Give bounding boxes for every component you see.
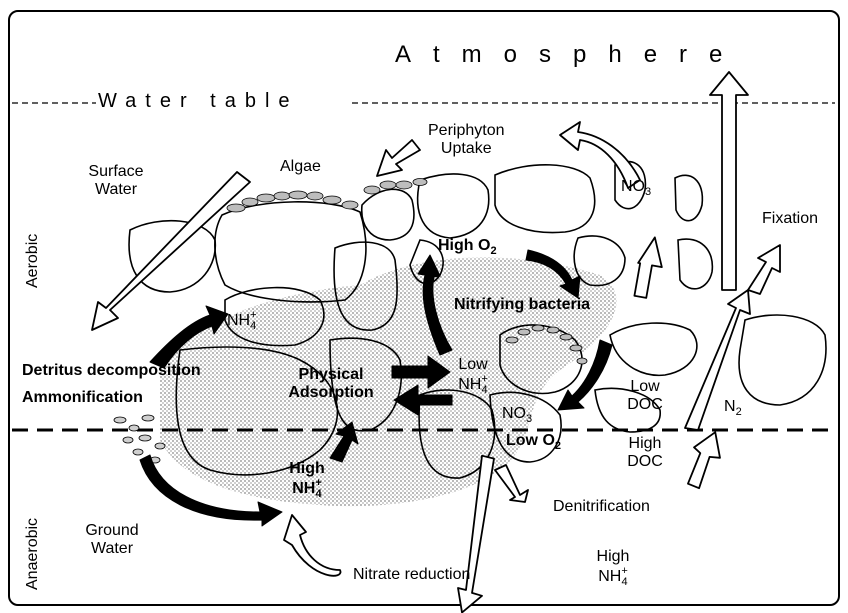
- grain: [739, 315, 826, 405]
- no3-top-label: NO3: [621, 178, 651, 198]
- nh4-base: NH: [598, 568, 621, 585]
- nh4-sup: +: [481, 374, 487, 385]
- stippled-zone: [160, 257, 617, 506]
- high-doc-arrow: [681, 427, 729, 491]
- grain: [678, 239, 712, 289]
- nh4-base: NH: [227, 312, 250, 329]
- nh4-sub: 4: [481, 385, 487, 396]
- no3-base: NO: [621, 178, 645, 195]
- detritus-decomposition-label: Detritus decomposition: [22, 362, 201, 380]
- n2-sub: 2: [736, 406, 742, 418]
- low-doc-label: Low DOC: [620, 378, 670, 413]
- n2-base: N: [724, 398, 736, 415]
- periphyton-uptake-arrow: [377, 140, 420, 176]
- low-word: Low: [506, 432, 538, 449]
- no3-up-arrow: [632, 235, 666, 299]
- denitrification-arrow: [495, 465, 528, 502]
- ground-water-label: Ground Water: [72, 522, 152, 557]
- ground-label: Ground: [72, 522, 152, 540]
- algae-crust: [227, 179, 427, 213]
- nh4-aerobic-label: NH+4: [227, 310, 257, 332]
- ground-water-word: Water: [72, 540, 152, 558]
- nh4-base: NH: [292, 480, 315, 497]
- nh4-sub: 4: [315, 489, 321, 500]
- low-nh4-label: Low NH+4: [448, 356, 498, 396]
- water-table-label: Water table: [96, 90, 301, 112]
- high-word: High: [620, 435, 670, 453]
- adsorption-word: Adsorption: [276, 384, 386, 402]
- fixation-arrow: [710, 72, 748, 290]
- detritus-particles: [114, 415, 165, 463]
- low-word: Low: [448, 356, 498, 374]
- periphyton-label: Periphyton: [428, 122, 505, 140]
- grain: [362, 189, 414, 240]
- grain: [675, 175, 702, 220]
- surface-water-word: Water: [76, 181, 156, 199]
- algae-label: Algae: [280, 158, 321, 176]
- uptake-label: Uptake: [428, 140, 505, 158]
- no3-base: NO: [502, 405, 526, 422]
- nh4-sub: 4: [250, 321, 256, 332]
- o2-base: O: [542, 432, 554, 449]
- nh4-sup: +: [315, 478, 321, 489]
- grain: [418, 174, 489, 238]
- grain: [610, 323, 697, 375]
- no3-minus-label: NO3: [502, 405, 532, 425]
- denitrification-label: Denitrification: [553, 498, 650, 516]
- nitrifying-bacteria-label: Nitrifying bacteria: [454, 296, 590, 314]
- high-doc-label: High DOC: [620, 435, 670, 470]
- high-o2-label: High O2: [438, 237, 497, 257]
- high-word: High: [588, 548, 638, 566]
- high-word: High: [282, 460, 332, 478]
- high-nh4-label: High NH+4: [282, 460, 332, 500]
- no3-sub: 3: [645, 186, 651, 198]
- fixation-label: Fixation: [762, 210, 818, 228]
- ammonification-label: Ammonification: [22, 389, 143, 407]
- doc-word: DOC: [620, 453, 670, 471]
- n2-label: N2: [724, 398, 742, 418]
- doc-word: DOC: [620, 396, 670, 414]
- grain: [495, 165, 595, 233]
- o2-sub: 2: [555, 440, 561, 452]
- periphyton-uptake-label: Periphyton Uptake: [428, 122, 505, 157]
- nh4-sub: 4: [621, 577, 627, 588]
- o2-base: O: [478, 237, 490, 254]
- surface-label: Surface: [76, 163, 156, 181]
- o2-sub: 2: [490, 245, 496, 257]
- low-o2-label: Low O2: [506, 432, 561, 452]
- nitrate-reduction-arrow: [284, 515, 341, 576]
- nitrate-reduction-label: Nitrate reduction: [353, 566, 470, 584]
- surface-water-label: Surface Water: [76, 163, 156, 198]
- no3-sub: 3: [526, 413, 532, 425]
- fixation-small-arrow: [748, 245, 780, 294]
- atmosphere-label: Atmosphere: [395, 42, 744, 68]
- low-word: Low: [620, 378, 670, 396]
- high-word: High: [438, 237, 474, 254]
- aerobic-label: Aerobic: [24, 234, 42, 288]
- nh4-base: NH: [458, 376, 481, 393]
- physical-adsorption-label: Physical Adsorption: [276, 366, 386, 401]
- high-nh4-bottom-label: High NH+4: [588, 548, 638, 588]
- anaerobic-label: Anaerobic: [24, 518, 42, 590]
- nh4-sup: +: [621, 566, 627, 577]
- physical-word: Physical: [276, 366, 386, 384]
